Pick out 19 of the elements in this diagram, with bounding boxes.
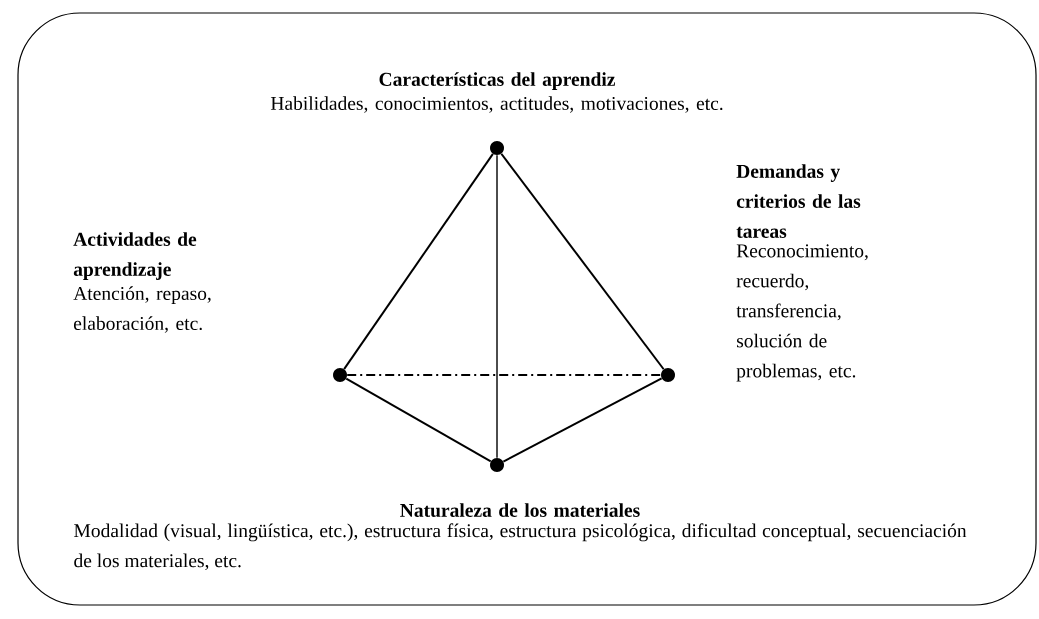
heading-text: Características del aprendiz <box>379 72 615 90</box>
body-text: Reconocimiento, recuerdo, transferencia, solución de problemas, etc. <box>736 244 868 382</box>
edge-line <box>500 152 665 371</box>
edge-line <box>345 377 492 463</box>
body-text: Atención, repaso, elaboración, etc. <box>73 286 211 333</box>
body-text: Modalidad (visual, lingüística, etc.), estructura física, estructura psicológica, dificultad conceptual, secuenciación de los materiales, etc. <box>74 523 967 571</box>
edge-line <box>346 374 662 376</box>
edge-line <box>343 152 494 371</box>
body-text: Habilidades, conocimientos, actitudes, motivaciones, etc. <box>270 96 723 113</box>
frame <box>17 12 1037 606</box>
vertex-dot <box>490 141 504 155</box>
vertex-dot <box>661 368 675 382</box>
edge-line <box>502 377 663 463</box>
heading-text: Actividades de aprendizaje <box>73 232 197 280</box>
edge-line <box>496 154 498 459</box>
heading-text: Demandas y criterios de las tareas <box>736 164 861 238</box>
heading-text: Naturaleza de los materiales <box>400 503 640 517</box>
vertex-dot <box>490 458 504 472</box>
vertex-dot <box>333 368 347 382</box>
